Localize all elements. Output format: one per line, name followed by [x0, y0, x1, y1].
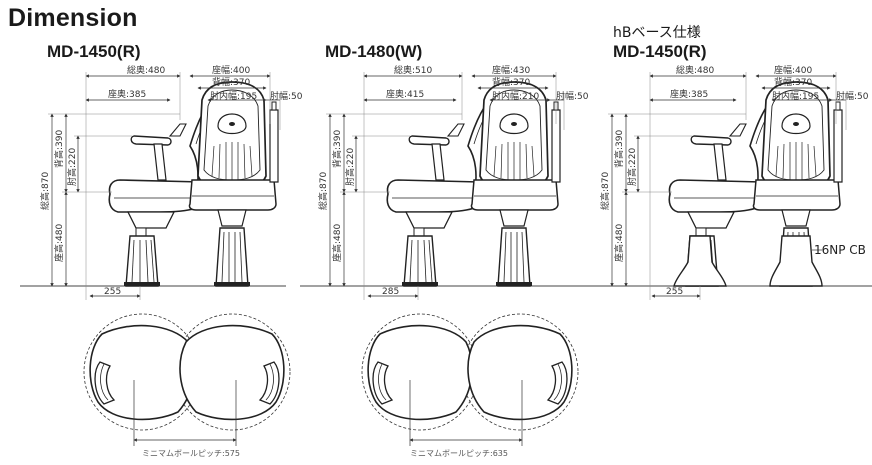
dim-back-width-1: 背幅:370	[212, 76, 250, 88]
dim-seat-height-3: 座高:480	[613, 224, 625, 262]
model-3-drawing	[600, 72, 872, 300]
dim-seat-width-1: 座幅:400	[212, 64, 250, 76]
page-title: Dimension	[8, 4, 138, 32]
dim-arm-inner-3: 肘内幅:195	[772, 90, 819, 102]
dim-total-height-2: 総高:870	[317, 172, 329, 210]
pitch-label-1: ミニマムボールピッチ:575	[142, 449, 240, 458]
base-label: 16NP CB	[814, 243, 866, 257]
dim-back-height-1: 背高:390	[53, 130, 65, 168]
dim-depth-total-1: 総奥:480	[127, 64, 165, 76]
model-name-3: MD-1450(R)	[613, 42, 707, 61]
model-2-drawing	[300, 72, 600, 446]
dim-seat-height-2: 座高:480	[331, 224, 343, 262]
dim-seat-width-2: 座幅:430	[492, 64, 530, 76]
dim-total-height-3: 総高:870	[599, 172, 611, 210]
dim-arm-width-3: 肘幅:50	[836, 90, 869, 102]
dim-arm-height-3: 肘高:220	[626, 148, 638, 186]
dim-seat-depth-1: 座奥:385	[108, 88, 146, 100]
dim-back-height-2: 背高:390	[331, 130, 343, 168]
dim-base-offset-3: 255	[666, 287, 683, 297]
dim-back-height-3: 背高:390	[613, 130, 625, 168]
dim-base-offset-1: 255	[104, 287, 121, 297]
pitch-label-2: ミニマムボールピッチ:635	[410, 449, 508, 458]
dim-base-offset-2: 285	[382, 287, 399, 297]
dim-arm-width-1: 肘幅:50	[270, 90, 303, 102]
model-name-1: MD-1450(R)	[47, 42, 141, 61]
dim-seat-depth-3: 座奥:385	[670, 88, 708, 100]
dim-depth-total-3: 総奥:480	[676, 64, 714, 76]
model-1-drawing	[20, 72, 291, 446]
variant-note: hBベース仕様	[613, 25, 701, 41]
dim-seat-width-3: 座幅:400	[774, 64, 812, 76]
chair-front-view-1	[188, 81, 279, 287]
dim-arm-inner-1: 肘内幅:195	[210, 90, 257, 102]
chair-front-view-2	[470, 81, 561, 287]
dim-arm-height-1: 肘高:220	[66, 148, 78, 186]
dim-depth-total-2: 総奥:510	[394, 64, 432, 76]
dim-back-width-3: 背幅:370	[774, 76, 812, 88]
dim-seat-height-1: 座高:480	[53, 224, 65, 262]
dim-total-height-1: 総高:870	[39, 172, 51, 210]
dim-arm-inner-2: 肘内幅:210	[492, 90, 539, 102]
model-name-2: MD-1480(W)	[325, 42, 423, 61]
dim-arm-height-2: 肘高:220	[344, 148, 356, 186]
dim-arm-width-2: 肘幅:50	[556, 90, 589, 102]
dim-back-width-2: 背幅:370	[492, 76, 530, 88]
dim-seat-depth-2: 座奥:415	[386, 88, 424, 100]
